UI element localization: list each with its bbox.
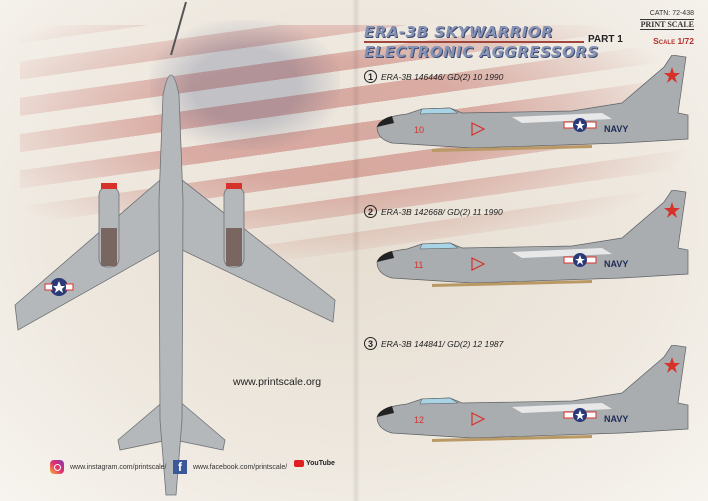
modex-number: 12	[414, 415, 424, 425]
flag-canton	[150, 20, 340, 150]
profile-caption-3: 3 ERA-3B 144841/ GD(2) 12 1987	[364, 337, 503, 350]
part-label: PART 1	[588, 34, 623, 45]
facebook-url[interactable]: www.facebook.com/printscale/	[193, 463, 288, 471]
catalog-number: CATN: 72-438	[649, 10, 694, 17]
modex-number: 11	[414, 260, 423, 270]
profile-number: 3	[364, 337, 377, 350]
brand-logo: PRINT SCALE	[640, 19, 694, 30]
top-view-aircraft	[14, 1, 336, 496]
sheet-title: ERA-3B SKYWARRIOR ELECTRONIC AGGRESSORS	[364, 22, 599, 62]
facebook-icon: f	[173, 460, 187, 474]
catalog-block: CATN: 72-438 PRINT SCALE Scale 1/72	[640, 10, 694, 46]
website-link[interactable]: www.printscale.org	[233, 376, 322, 388]
youtube-icon	[294, 460, 304, 467]
instagram-link[interactable]: www.instagram.com/printscale/	[50, 460, 166, 474]
profile-aircraft-1: 10 NAVY	[376, 55, 689, 153]
profile-caption-text: ERA-3B 144841/ GD(2) 12 1987	[381, 338, 504, 349]
profile-aircraft-3: 12 NAVY	[376, 345, 689, 443]
facebook-link[interactable]: f www.facebook.com/printscale/	[173, 460, 287, 474]
profile-number: 2	[364, 205, 377, 218]
title-line-2: ELECTRONIC AGGRESSORS	[364, 43, 599, 61]
profile-aircraft-2: 11 NAVY	[376, 190, 689, 288]
title-rule	[364, 41, 584, 43]
scale-label: Scale 1/72	[653, 36, 694, 46]
youtube-link[interactable]: YouTube	[294, 460, 335, 467]
profile-caption-1: 1 ERA-3B 146446/ GD(2) 10 1990	[364, 70, 503, 83]
profile-caption-text: ERA-3B 146446/ GD(2) 10 1990	[381, 71, 504, 82]
page-fold	[352, 0, 360, 501]
title-line-1: ERA-3B SKYWARRIOR	[364, 23, 554, 41]
instagram-icon	[50, 460, 64, 474]
navy-marking: NAVY	[604, 259, 628, 269]
youtube-label[interactable]: YouTube	[306, 460, 335, 467]
instagram-url[interactable]: www.instagram.com/printscale/	[70, 463, 167, 471]
profile-caption-text: ERA-3B 142668/ GD(2) 11 1990	[381, 206, 503, 217]
navy-marking: NAVY	[604, 414, 628, 424]
modex-number: 10	[414, 125, 424, 135]
navy-marking: NAVY	[604, 124, 628, 134]
profile-caption-2: 2 ERA-3B 142668/ GD(2) 11 1990	[364, 205, 503, 218]
profile-number: 1	[364, 70, 377, 83]
